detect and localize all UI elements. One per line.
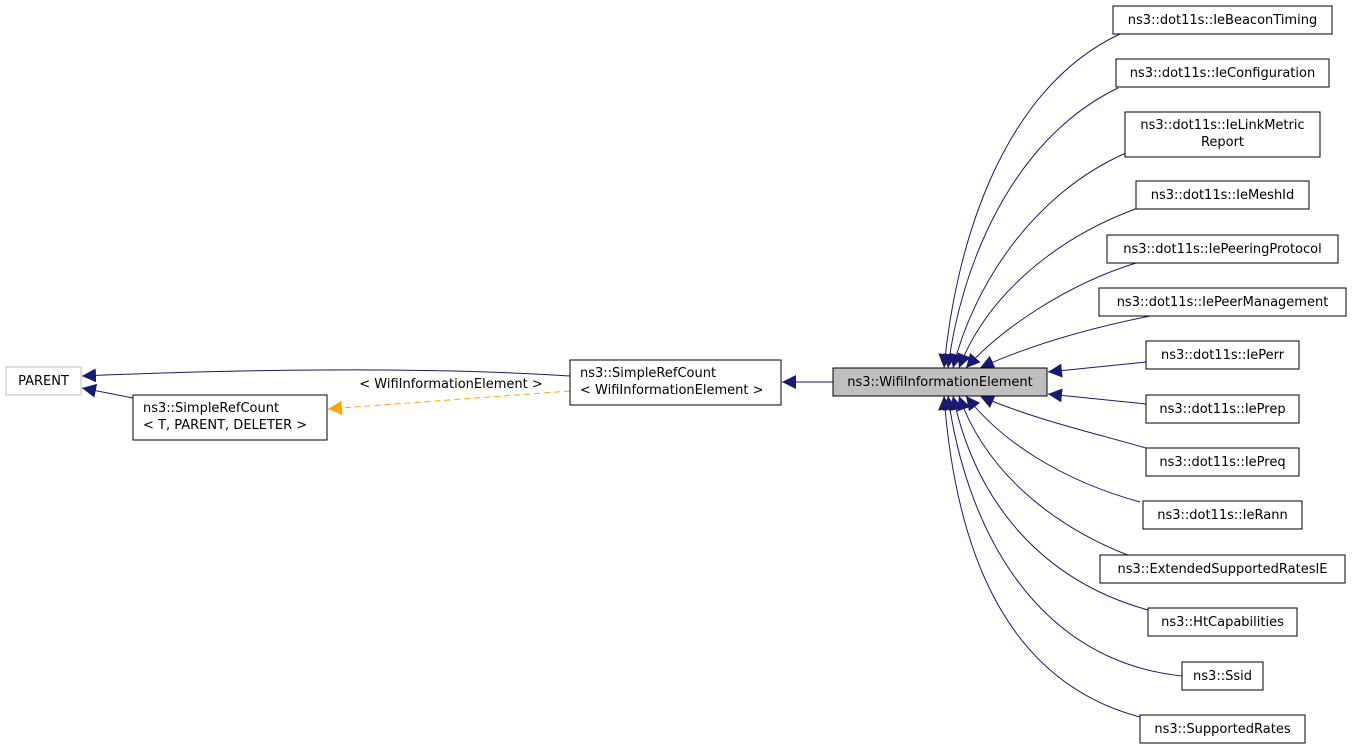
edge-ielinkmetricreport <box>949 152 1127 369</box>
node-ssid[interactable]: ns3::Ssid <box>1181 661 1264 691</box>
node-label: ns3::Ssid <box>1193 669 1252 684</box>
node-label: ns3::dot11s::IePreq <box>1159 455 1285 470</box>
node-ieperr[interactable]: ns3::dot11s::IePerr <box>1145 340 1300 370</box>
edge-simplerefcount-wifi-to-parent <box>81 368 571 383</box>
node-label: ns3::dot11s::IePeeringProtocol <box>1123 242 1321 257</box>
edge-ierann <box>965 395 1141 503</box>
node-label: ns3::ExtendedSupportedRatesIE <box>1117 562 1327 577</box>
edge-extendedsupportedratesie <box>957 395 1131 557</box>
node-ierann[interactable]: ns3::dot11s::IeRann <box>1142 500 1303 530</box>
node-extendedsupportedratesie[interactable]: ns3::ExtendedSupportedRatesIE <box>1099 554 1346 584</box>
node-parent[interactable]: PARENT <box>5 366 82 396</box>
node-simplerefcount-generic-line1: ns3::SimpleRefCount <box>143 401 279 416</box>
edge-htcapabilities <box>949 395 1149 611</box>
node-label-line1: ns3::dot11s::IeLinkMetric <box>1140 118 1304 133</box>
node-parent-label: PARENT <box>18 374 69 389</box>
node-simplerefcount-generic[interactable]: ns3::SimpleRefCount < T, PARENT, DELETER… <box>132 394 328 441</box>
node-iebeacontiming[interactable]: ns3::dot11s::IeBeaconTiming <box>1112 5 1333 35</box>
edge-iebeacontiming <box>938 33 1121 369</box>
node-label: ns3::dot11s::IePeerManagement <box>1117 295 1329 310</box>
node-wifi-information-element-label: ns3::WifiInformationElement <box>847 375 1033 390</box>
node-ieconfiguration[interactable]: ns3::dot11s::IeConfiguration <box>1115 58 1330 88</box>
edge-ieperr <box>1047 361 1147 378</box>
node-simplerefcount-wifi-line1: ns3::SimpleRefCount <box>580 366 716 381</box>
node-simplerefcount-generic-line2: < T, PARENT, DELETER > <box>143 418 307 433</box>
edge-template-instantiation <box>327 390 571 415</box>
edge-supportedrates <box>938 395 1141 718</box>
node-iepeeringprotocol[interactable]: ns3::dot11s::IePeeringProtocol <box>1106 234 1339 264</box>
node-htcapabilities[interactable]: ns3::HtCapabilities <box>1147 607 1298 637</box>
node-label: ns3::dot11s::IeBeaconTiming <box>1128 13 1317 28</box>
edge-ieprep <box>1047 388 1147 405</box>
edge-ieconfiguration <box>942 87 1119 369</box>
edge-simplerefcount-generic-to-parent <box>81 383 134 399</box>
node-wifi-information-element[interactable]: ns3::WifiInformationElement <box>832 367 1048 397</box>
node-iemeshid[interactable]: ns3::dot11s::IeMeshId <box>1135 180 1310 210</box>
node-simplerefcount-wifi-line2: < WifiInformationElement > <box>580 383 764 398</box>
node-ielinkmetricreport[interactable]: ns3::dot11s::IeLinkMetric Report <box>1124 111 1321 158</box>
edge-iepeeringprotocol <box>965 262 1137 369</box>
node-simplerefcount-wifi[interactable]: ns3::SimpleRefCount < WifiInformationEle… <box>569 359 782 406</box>
node-label-line2: Report <box>1201 135 1244 150</box>
node-label: ns3::HtCapabilities <box>1161 615 1284 630</box>
node-label: ns3::dot11s::IeConfiguration <box>1130 66 1315 81</box>
edge-label-template: < WifiInformationElement > <box>359 377 543 392</box>
edge-ssid <box>942 395 1183 677</box>
node-label: ns3::SupportedRates <box>1154 722 1290 737</box>
node-label: ns3::dot11s::IeRann <box>1157 508 1287 523</box>
edge-iepreq <box>979 395 1147 449</box>
node-supportedrates[interactable]: ns3::SupportedRates <box>1139 714 1306 744</box>
node-iepeermanagement[interactable]: ns3::dot11s::IePeerManagement <box>1098 287 1347 317</box>
node-iepreq[interactable]: ns3::dot11s::IePreq <box>1145 447 1300 477</box>
node-ieprep[interactable]: ns3::dot11s::IePrep <box>1145 394 1300 424</box>
node-label: ns3::dot11s::IeMeshId <box>1151 188 1295 203</box>
edge-iepeermanagement <box>979 315 1151 369</box>
node-label: ns3::dot11s::IePerr <box>1161 348 1285 363</box>
node-label: ns3::dot11s::IePrep <box>1159 402 1285 417</box>
edge-iemeshid <box>957 207 1139 369</box>
